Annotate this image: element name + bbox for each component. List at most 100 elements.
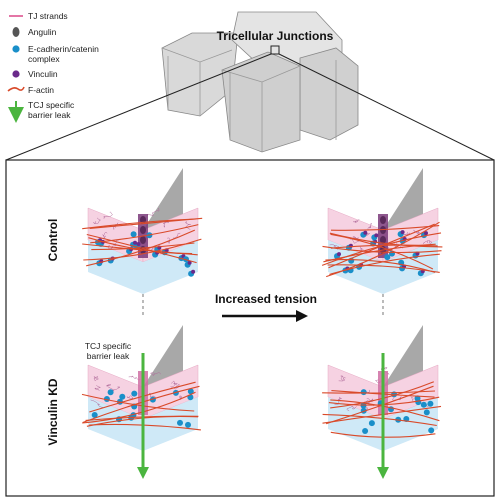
tension-label: Increased tension <box>215 292 317 306</box>
cadherin-complex <box>130 231 137 238</box>
cadherin-complex <box>91 412 98 418</box>
legend-leak-label: TCJ specific <box>28 100 75 110</box>
lateral-membrane-left <box>328 397 383 451</box>
factin-icon <box>7 86 25 92</box>
cadherin-complex <box>119 393 126 400</box>
vinculin <box>187 260 192 265</box>
tj-strand <box>413 229 420 235</box>
vinculin <box>374 233 379 238</box>
legend-vinculin-label: Vinculin <box>28 69 58 79</box>
legend-tj-label: TJ strands <box>28 11 68 21</box>
f-actin-filament <box>82 218 197 230</box>
vinculin <box>337 252 341 257</box>
junction-vinculin-kd-baseline <box>81 325 201 479</box>
tj-strand <box>149 372 161 376</box>
vinculin <box>363 230 368 235</box>
legend: TJ strands Angulin E-cadherin/catenin co… <box>7 11 99 123</box>
f-actin-filament <box>328 223 435 269</box>
tj-strand <box>166 237 171 244</box>
angulin-particle <box>380 236 386 244</box>
barrier-leak-arrowhead <box>377 467 389 479</box>
legend-angulin-label: Angulin <box>28 27 57 37</box>
f-actin-filament <box>330 233 434 270</box>
cadherin-complex <box>368 420 375 427</box>
tj-strand <box>102 231 108 239</box>
f-actin-filament <box>88 237 193 255</box>
barrier-leak-arrowhead <box>137 467 149 479</box>
f-actin-filament <box>82 391 196 424</box>
cadherin-icon <box>12 45 20 53</box>
cadherin-complex <box>428 427 435 434</box>
tj-strand <box>172 232 181 239</box>
zoom-line-left <box>5 53 272 161</box>
tj-strand <box>338 375 346 382</box>
f-actin-filament <box>83 238 202 261</box>
tj-strand <box>392 396 402 401</box>
f-actin-filament <box>86 233 197 264</box>
vinculin <box>136 242 141 246</box>
tj-strand <box>90 399 104 408</box>
legend-leak-label2: barrier leak <box>28 110 71 120</box>
legend-cadherin-label2: complex <box>28 54 60 64</box>
junction-control-tension <box>321 168 443 318</box>
zoom-box <box>270 45 280 55</box>
zoom-line-right <box>278 53 495 161</box>
row-label-vinculin-kd: Vinculin KD <box>46 378 60 445</box>
f-actin-filament <box>330 225 440 231</box>
f-actin-filament <box>323 243 436 263</box>
zoom-panel <box>5 159 495 497</box>
cadherin-complex <box>185 421 191 428</box>
figure-title: Tricellular Junctions <box>217 29 334 43</box>
row-label-control: Control <box>46 219 60 262</box>
angulin-icon <box>12 27 20 37</box>
f-actin-filament <box>91 242 195 251</box>
tj-strand <box>184 221 191 230</box>
tj-strand <box>422 240 433 244</box>
vinculin <box>133 240 137 245</box>
f-actin-filament <box>81 393 195 412</box>
tj-strand <box>171 380 178 388</box>
cadherin-complex <box>414 395 421 402</box>
tj-strand <box>346 405 357 412</box>
tj-strand <box>128 375 141 381</box>
cadherin-complex <box>107 389 114 396</box>
tj-strand <box>106 384 115 391</box>
tj-strand <box>103 211 113 220</box>
vinculin-icon <box>12 70 20 78</box>
tj-strand <box>353 219 360 223</box>
angulin-particle <box>140 226 146 234</box>
cadherin-complex <box>427 400 434 407</box>
angulin-particle <box>140 236 146 244</box>
tj-strand <box>146 207 160 216</box>
f-actin-filament <box>322 390 436 394</box>
tj-strand <box>94 385 101 391</box>
cadherin-complex <box>423 409 430 416</box>
cadherin-complex <box>131 390 138 397</box>
vinculin <box>191 269 196 274</box>
tj-strand <box>367 222 372 231</box>
cadherin-complex <box>177 419 183 426</box>
cell-front <box>221 51 301 153</box>
f-actin-filament <box>322 413 437 427</box>
cell-right <box>299 47 359 141</box>
lateral-membrane-left <box>328 240 383 294</box>
cadherin-complex <box>384 254 391 261</box>
junction-control-baseline <box>82 168 203 318</box>
vinculin <box>400 230 405 235</box>
cadherin-complex <box>362 428 369 434</box>
vinculin <box>424 231 428 236</box>
tj-strand <box>403 231 411 236</box>
lateral-membrane-left <box>88 240 143 294</box>
lateral-membrane-right <box>383 240 438 294</box>
f-actin-filament <box>86 229 196 267</box>
leak-annotation-line1: TCJ specific <box>85 341 132 351</box>
cell-cluster <box>161 11 359 153</box>
tj-strand <box>162 221 170 228</box>
cadherin-complex <box>420 401 427 408</box>
tj-strand <box>93 217 101 225</box>
cadherin-complex <box>360 389 367 396</box>
cadherin-complex <box>187 388 194 395</box>
leak-annotation-line2: barrier leak <box>87 351 130 361</box>
tj-strand <box>93 376 99 382</box>
f-actin-filament <box>325 258 436 273</box>
